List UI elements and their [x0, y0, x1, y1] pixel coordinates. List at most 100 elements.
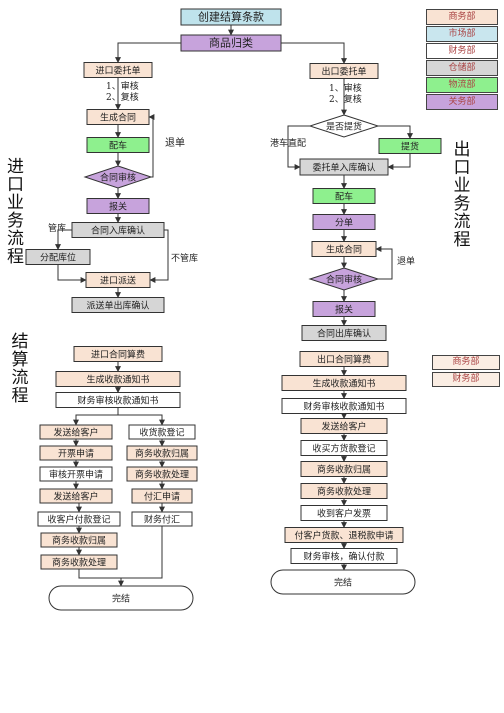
- node-exp-contract-review: 合同审核: [308, 267, 380, 291]
- node-e5: 收到客户发票: [300, 505, 388, 521]
- node-imp-delivery: 进口派送: [85, 272, 151, 288]
- node-label: 分配库位: [40, 252, 76, 264]
- node-label: 进口合同算费: [91, 349, 145, 361]
- node-label: 付汇申请: [144, 491, 180, 503]
- node-shape: [300, 505, 388, 521]
- node-imp-fee: 进口合同算费: [73, 346, 163, 362]
- export-reject-label: 退单: [397, 257, 416, 267]
- node-exp-done: 完结: [270, 569, 416, 595]
- node-shape: [39, 488, 113, 504]
- node-imp-contract-review: 合同审核: [83, 165, 153, 189]
- node-r1: 收货款登记: [128, 424, 196, 440]
- node-shape: [308, 114, 380, 138]
- node-label: 商务收款归属: [135, 448, 189, 460]
- node-shape: [126, 445, 198, 461]
- connector: [118, 414, 165, 426]
- node-label: 配车: [335, 191, 353, 203]
- node-label: 生成收款通知书: [86, 374, 149, 386]
- node-label: 委托单入库确认: [312, 162, 375, 174]
- node-shape: [281, 398, 407, 414]
- node-shape: [83, 62, 153, 78]
- legend2-finance: 财务部: [432, 372, 500, 387]
- node-label: 财务付汇: [144, 514, 180, 526]
- node-imp-dispatch: 配车: [86, 137, 150, 153]
- connector: [281, 42, 347, 65]
- connector: [121, 526, 163, 579]
- node-label: 发送给客户: [53, 427, 98, 439]
- connector: [378, 125, 413, 140]
- node-l7: 商务收款处理: [40, 554, 118, 570]
- node-exp-inbound-confirm: 委托单入库确认: [299, 158, 389, 176]
- node-shape: [284, 527, 404, 543]
- node-l3: 审核开票申请: [39, 466, 113, 482]
- node-shape: [299, 158, 389, 176]
- node-label: 合同审核: [100, 172, 136, 184]
- node-shape: [40, 532, 118, 548]
- import-flow-label: 进口业务流程: [3, 157, 23, 265]
- node-shape: [39, 445, 113, 461]
- node-shape: [131, 511, 193, 527]
- node-imp-commission: 进口委托单: [83, 62, 153, 78]
- node-imp-done: 完结: [48, 585, 194, 611]
- node-shape: [48, 585, 194, 611]
- node-shape: [290, 548, 398, 564]
- node-label: 商务收款处理: [52, 557, 106, 569]
- node-shape: [281, 375, 407, 391]
- node-exp-pickup-q: 是否提货: [308, 114, 380, 138]
- node-shape: [131, 488, 193, 504]
- import-steps-note: 1、审核 2、复核: [106, 82, 139, 103]
- node-label: 商务收款处理: [317, 486, 371, 498]
- node-shape: [311, 241, 377, 257]
- node-exp-dispatch: 配车: [312, 188, 376, 204]
- node-shape: [312, 188, 376, 204]
- node-shape: [71, 222, 165, 238]
- node-label: 商品归类: [209, 36, 253, 50]
- node-label: 合同出库确认: [317, 328, 371, 340]
- export-flow-label: 出口业务流程: [449, 140, 470, 248]
- node-imp-assign-loc: 分配库位: [25, 249, 91, 265]
- node-imp-inbound-confirm: 合同入库确认: [71, 222, 165, 238]
- node-label: 生成合同: [326, 244, 362, 256]
- node-shape: [86, 198, 150, 214]
- node-exp-pickup: 提货: [378, 138, 442, 154]
- node-shape: [312, 214, 376, 230]
- node-label: 出口委托单: [321, 66, 366, 78]
- node-label: 完结: [334, 577, 352, 589]
- import-reject-label: 退单: [165, 138, 185, 149]
- node-label: 出口合同算费: [317, 354, 371, 366]
- node-classify: 商品归类: [180, 34, 282, 52]
- connector: [73, 407, 119, 426]
- node-shape: [39, 424, 113, 440]
- node-shape: [299, 351, 389, 367]
- node-r5: 财务付汇: [131, 511, 193, 527]
- node-e2: 收买方货款登记: [300, 440, 388, 456]
- node-r2: 商务收款归属: [126, 445, 198, 461]
- connector: [287, 125, 310, 170]
- node-label: 生成合同: [100, 112, 136, 124]
- node-label: 商务收款归属: [317, 464, 371, 476]
- node-shape: [308, 267, 380, 291]
- node-shape: [301, 325, 387, 341]
- node-imp-fin-review: 财务审核收款通知书: [55, 392, 181, 408]
- node-shape: [71, 297, 165, 313]
- node-shape: [180, 8, 282, 26]
- node-label: 配车: [109, 140, 127, 152]
- node-l5: 收客户付款登记: [37, 511, 121, 527]
- node-label: 合同入库确认: [91, 225, 145, 237]
- node-label: 发送给客户: [53, 491, 98, 503]
- node-shape: [126, 466, 198, 482]
- node-shape: [39, 466, 113, 482]
- node-exp-fin-review: 财务审核收款通知书: [281, 398, 407, 414]
- legend-customs: 关务部: [426, 94, 498, 110]
- node-shape: [37, 511, 121, 527]
- node-label: 付客户货款、退税款申请: [294, 530, 393, 542]
- node-e4: 商务收款处理: [300, 483, 388, 499]
- node-label: 报关: [109, 201, 127, 213]
- legend-market: 市场部: [426, 26, 498, 42]
- managed-label: 管库: [48, 224, 67, 234]
- node-shape: [300, 440, 388, 456]
- legend2-business: 商务部: [432, 355, 500, 370]
- node-label: 发送给客户: [321, 421, 366, 433]
- node-label: 收买方货款登记: [312, 443, 375, 455]
